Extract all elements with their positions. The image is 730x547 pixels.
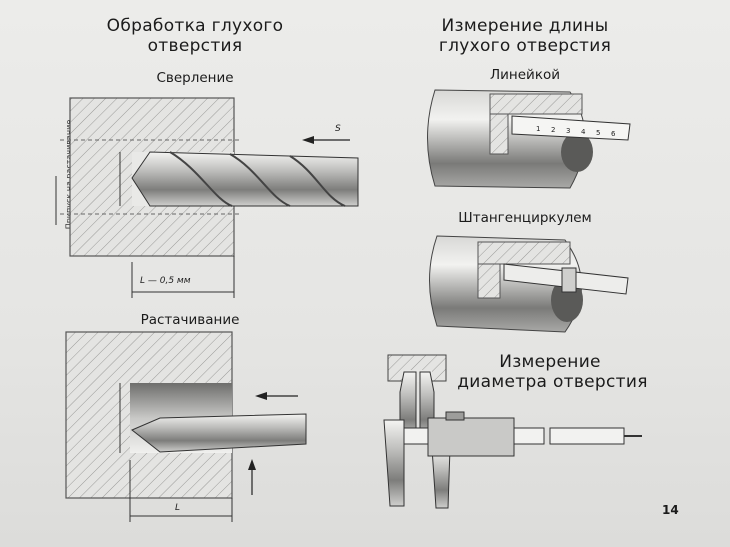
- ruler-tick-2: 2: [551, 126, 555, 134]
- caliper-label: Штангенциркулем: [458, 210, 592, 226]
- ruler: [511, 115, 631, 141]
- left-title-line1: Обработка глухого: [106, 16, 284, 36]
- boring-tool: [131, 413, 307, 453]
- caliper-depth-figure: [429, 235, 629, 333]
- ruler-figure: 1 2 3 4 5 6: [427, 89, 631, 189]
- left-title-line2: отверстия: [147, 36, 243, 56]
- diameter-title-line2: диаметра отверстия: [457, 372, 648, 392]
- ruler-tick-6: 6: [611, 130, 616, 138]
- tube-section-bottom-2: [477, 263, 501, 299]
- diameter-caliper-figure: [383, 354, 642, 509]
- drilling-label: Сверление: [156, 70, 234, 86]
- boring-figure: [65, 331, 307, 522]
- diameter-title-line1: Измерение: [499, 352, 601, 372]
- page-number: 14: [662, 503, 679, 517]
- caliper-lower-jaw-right: [431, 447, 451, 509]
- dim-s-label: S: [335, 124, 341, 134]
- caliper-clamp-screw: [445, 411, 465, 421]
- caliper-vernier-frame: [427, 417, 515, 457]
- caliper-depth-vernier: [561, 267, 577, 293]
- drill-flutes: [169, 151, 346, 207]
- tube-opening-1: [561, 132, 593, 172]
- boring-feed-head: [255, 392, 267, 400]
- dim-L-label: L: [175, 503, 181, 513]
- boring-cross-feed-head: [248, 459, 256, 470]
- drilling-figure: [55, 97, 359, 298]
- caliper-lower-jaw-left: [383, 419, 405, 507]
- boring-label: Растачивание: [140, 312, 240, 328]
- ruler-label: Линейкой: [489, 67, 561, 83]
- ruler-tick-3: 3: [566, 127, 570, 135]
- ruler-tick-4: 4: [581, 128, 586, 136]
- ruler-tick-1: 1: [536, 125, 540, 133]
- feed-arrow-head: [302, 136, 314, 144]
- tube-section-top-1: [489, 93, 583, 115]
- ruler-tick-5: 5: [596, 129, 600, 137]
- tube-section-bottom-1: [489, 113, 509, 155]
- drill-bit: [131, 151, 359, 207]
- ruler-ticks: 1 2 3 4 5 6: [536, 125, 616, 138]
- length-title-line1: Измерение длины: [441, 16, 609, 36]
- caliper-bar-extension: [549, 427, 625, 445]
- tube-section-top-2: [477, 241, 571, 265]
- length-title-line2: глухого отверстия: [438, 36, 612, 56]
- dim-length-label: L — 0,5 мм: [140, 276, 191, 286]
